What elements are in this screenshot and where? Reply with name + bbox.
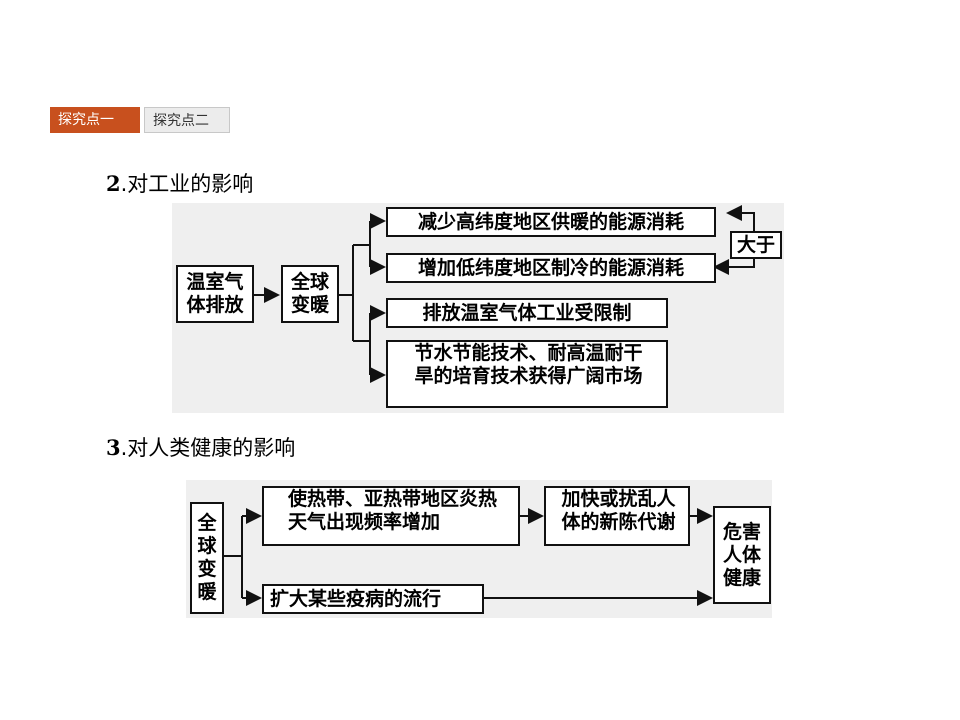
node-health-harm: 危害 人体 健康 (713, 506, 771, 604)
section2-title: .对工业的影响 (120, 172, 254, 196)
arrow-compare-cooling (713, 257, 755, 275)
section3-number: 3 (106, 435, 121, 460)
section2-number: 2 (106, 171, 121, 196)
section3-title: .对人类健康的影响 (120, 436, 296, 460)
node-industry-restricted: 排放温室气体工业受限制 (386, 298, 668, 328)
industry-diagram: 温室气 体排放 全球 变暖 减少高纬度地区供暖的能源消耗 增加低纬度地区制冷的能… (172, 203, 784, 413)
node-hot-weather: 使热带、亚热带地区炎热 天气出现频率增加 (262, 486, 520, 546)
arrow-compare-heating (726, 205, 755, 233)
health-diagram-connectors (224, 508, 713, 606)
section2-heading: 2.对工业的影响 (106, 168, 253, 198)
node-greater-than: 大于 (730, 231, 782, 259)
node-disease-spread: 扩大某些疫病的流行 (262, 584, 484, 614)
node-global-warming: 全球 变暖 (281, 265, 339, 323)
node-cooling-increase: 增加低纬度地区制冷的能源消耗 (386, 253, 716, 283)
node-emission: 温室气 体排放 (176, 265, 254, 323)
section3-heading: 3.对人类健康的影响 (106, 432, 295, 462)
tab-explore-point-2[interactable]: 探究点二 (144, 107, 230, 133)
node-heating-reduction: 减少高纬度地区供暖的能源消耗 (386, 207, 716, 237)
tab-explore-point-1[interactable]: 探究点一 (50, 107, 140, 133)
tab-bar: 探究点一 探究点二 (50, 107, 230, 133)
node-tech-market: 节水节能技术、耐高温耐干 旱的培育技术获得广阔市场 (386, 340, 668, 408)
health-diagram: 全 球 变 暖 使热带、亚热带地区炎热 天气出现频率增加 加快或扰乱人 体的新陈… (186, 480, 772, 618)
node-metabolism: 加快或扰乱人 体的新陈代谢 (544, 486, 690, 546)
node-global-warming-vertical: 全 球 变 暖 (190, 502, 224, 614)
industry-diagram-connectors (254, 205, 755, 383)
